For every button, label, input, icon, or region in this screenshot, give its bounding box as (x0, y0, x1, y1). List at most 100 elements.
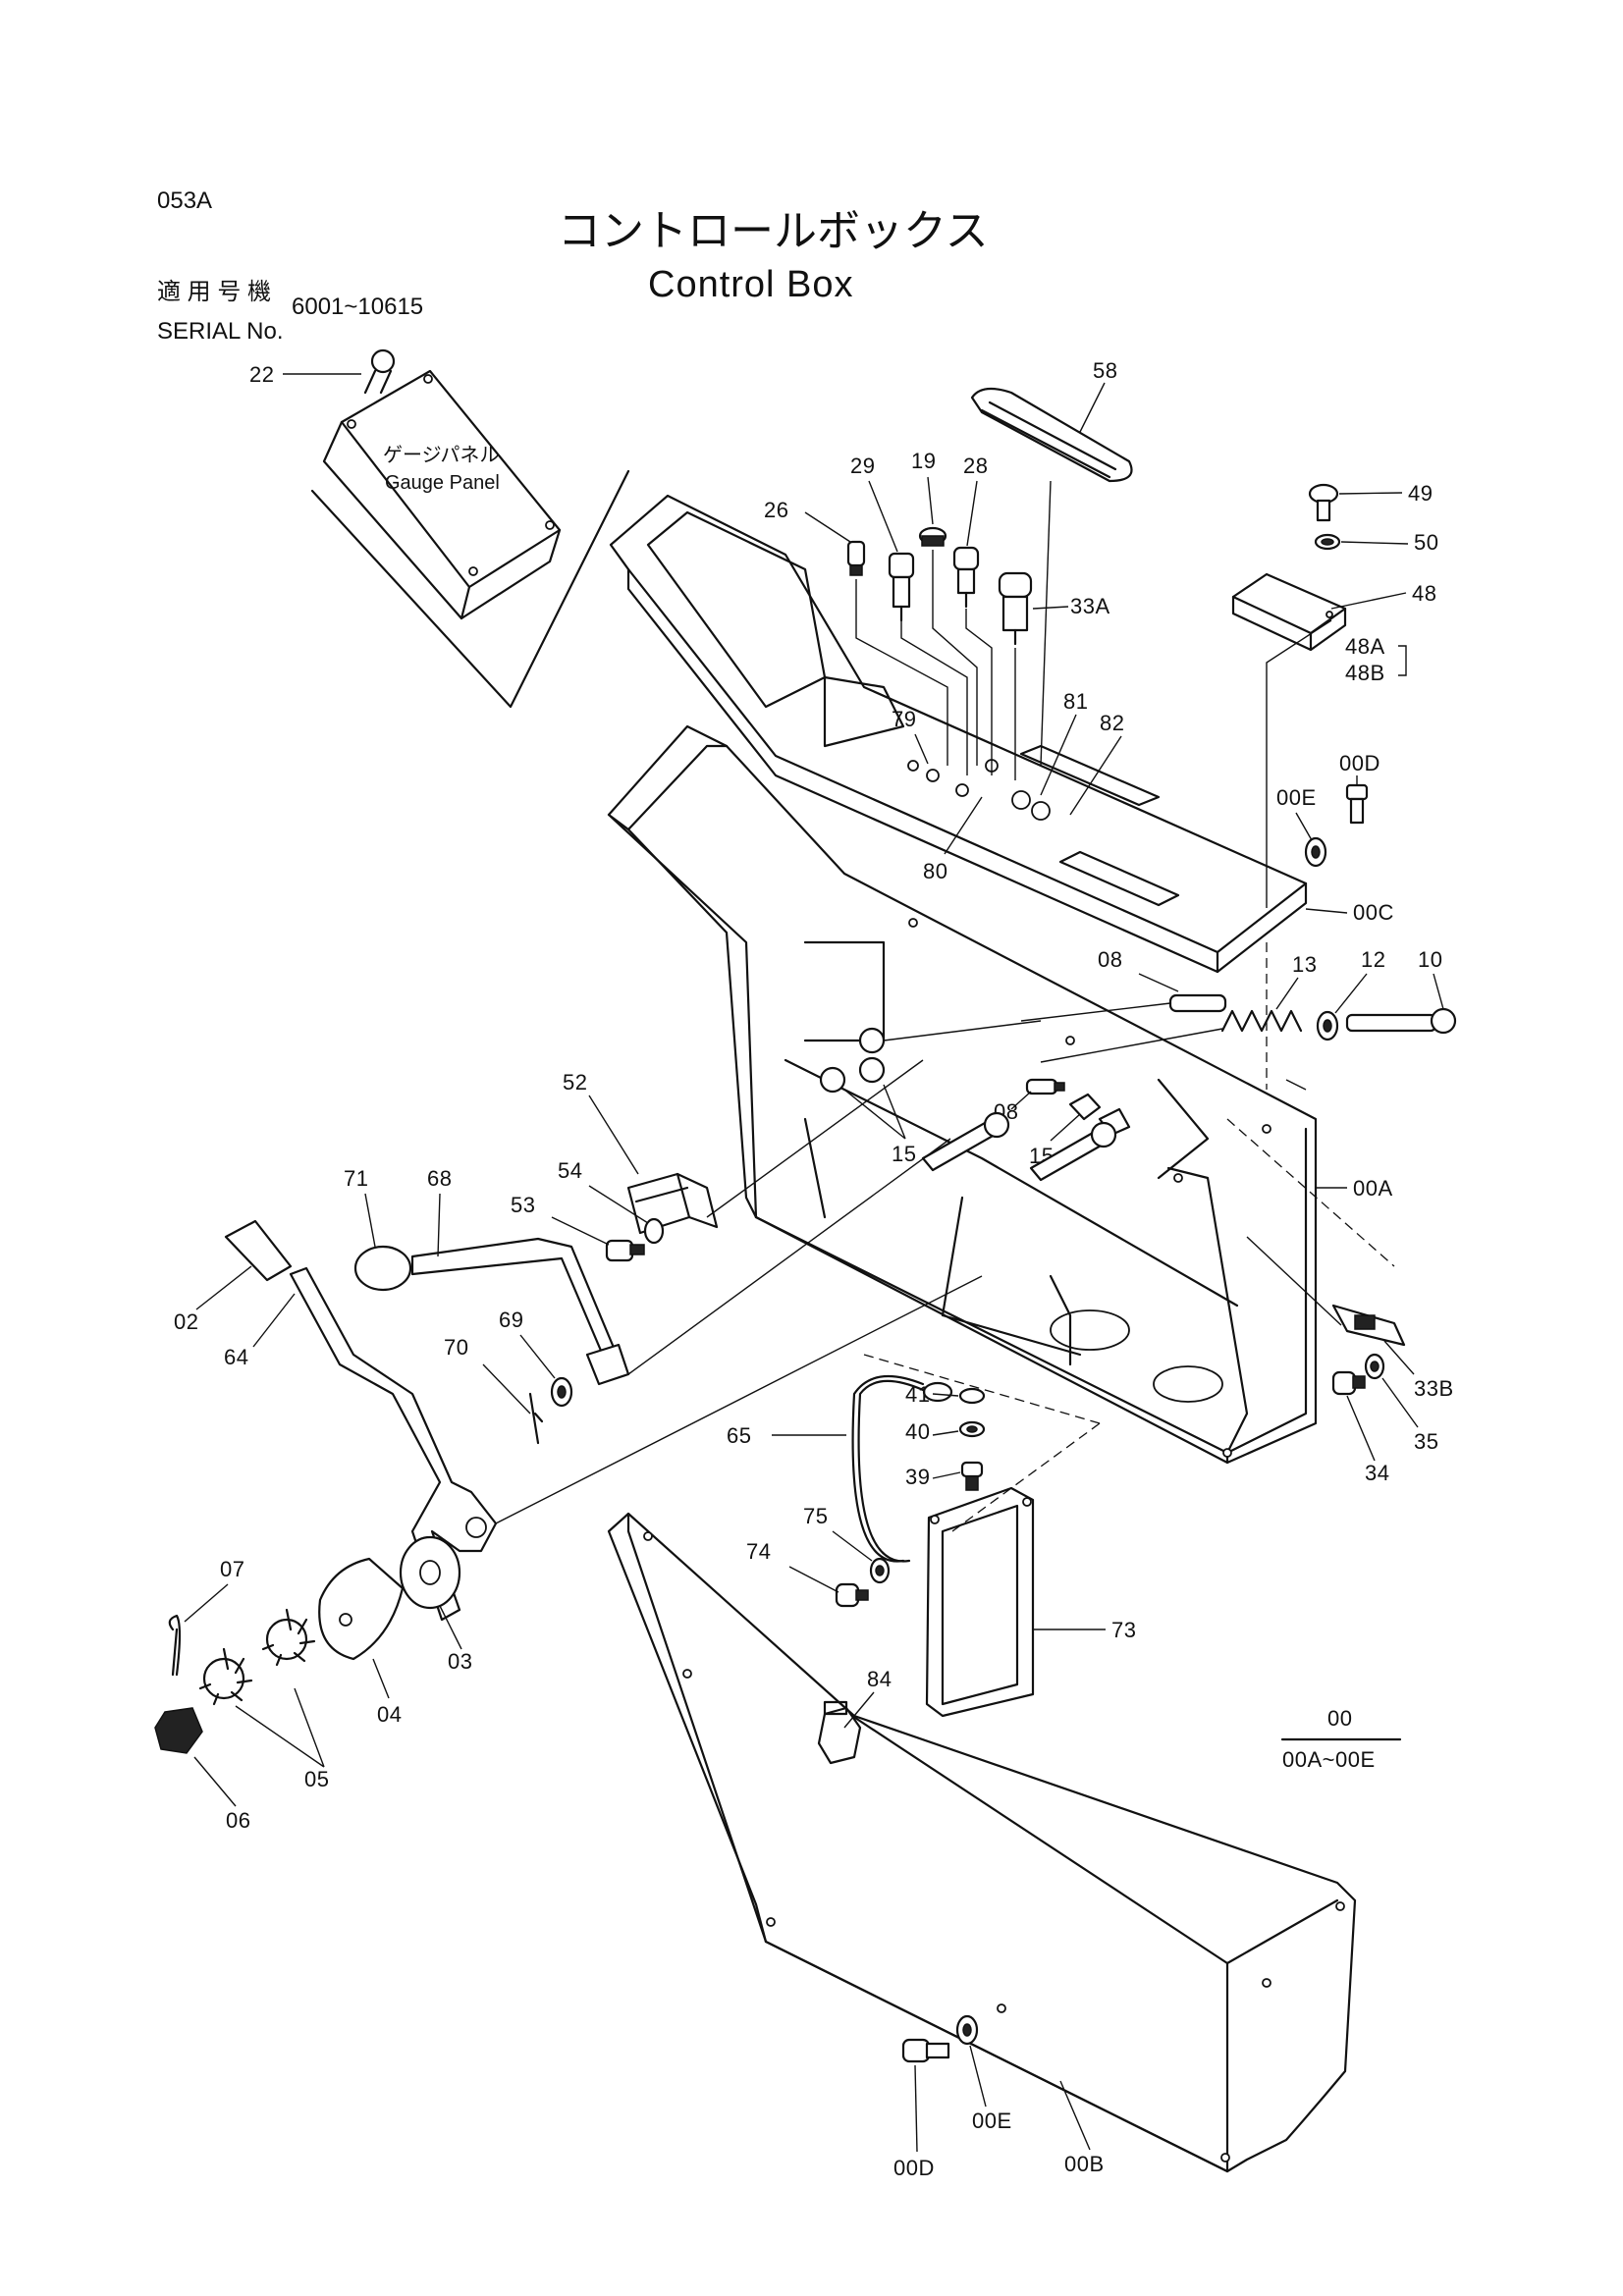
screw-39-icon (960, 1461, 984, 1491)
part-label-58: 58 (1093, 358, 1117, 383)
nut-15-group-icon (819, 1027, 1131, 1137)
side-panel (607, 1512, 1357, 2173)
washer-69-icon (550, 1376, 573, 1408)
part-label-48B: 48B (1345, 661, 1385, 685)
part-label-00A-text: 00A (1353, 1176, 1393, 1201)
part-label-05: 05 (304, 1767, 329, 1791)
part-label-40: 40 (905, 1419, 930, 1444)
part-label-73: 73 (1111, 1618, 1136, 1642)
part-label-65: 65 (727, 1423, 751, 1448)
part-label-22: 22 (249, 362, 274, 387)
part-label-69: 69 (499, 1308, 523, 1332)
bolt-08-lower-icon (1025, 1078, 1065, 1095)
part-label-80: 80 (923, 859, 947, 883)
switch-26-icon (846, 540, 866, 576)
grip-02-icon (224, 1219, 293, 1282)
spring-13-icon (1220, 1009, 1303, 1033)
washer-12-icon (1316, 1010, 1339, 1041)
cover-73-icon (925, 1486, 1035, 1718)
serial-range: 6001~10615 (292, 294, 423, 320)
screw-74-icon (835, 1582, 869, 1608)
part-label-79: 79 (892, 707, 916, 731)
part-label-33A: 33A (1070, 594, 1110, 618)
title-english: Control Box (648, 264, 854, 305)
assembly-range: 00A~00E (1282, 1747, 1376, 1772)
gauge-panel-label-japanese: ゲージパネル (383, 443, 499, 466)
part-label-29: 29 (850, 454, 875, 478)
part-label-50: 50 (1414, 530, 1438, 555)
washer-35-icon (1364, 1353, 1385, 1380)
part-label-00B: 00B (1064, 2152, 1105, 2176)
switch-29-icon (888, 552, 915, 622)
part-label-00E-top: 00E (1276, 785, 1317, 810)
part-label-19: 19 (911, 449, 936, 473)
screw-34-icon (1331, 1370, 1366, 1396)
cam-04-icon (318, 1557, 405, 1661)
part-label-08-upper: 08 (1098, 947, 1122, 972)
part-label-00D-top: 00D (1339, 751, 1380, 775)
part-label-53: 53 (511, 1193, 535, 1217)
lever-64-icon (289, 1266, 498, 1622)
part-label-15-a: 15 (892, 1142, 916, 1166)
washer-03-icon (399, 1535, 461, 1610)
part-label-71: 71 (344, 1166, 368, 1191)
part-label-04: 04 (377, 1702, 402, 1727)
part-label-70: 70 (444, 1335, 468, 1360)
bolt-08-upper-icon (1168, 993, 1227, 1013)
title-japanese: コントロールボックス (558, 206, 989, 256)
part-label-75: 75 (803, 1504, 828, 1528)
part-label-13: 13 (1292, 952, 1317, 977)
part-label-68: 68 (427, 1166, 452, 1191)
washer-50-icon (1314, 533, 1341, 551)
part-label-81: 81 (1063, 689, 1088, 714)
part-label-48: 48 (1412, 581, 1436, 606)
part-label-28: 28 (963, 454, 988, 478)
part-label-00C: 00C (1353, 900, 1394, 925)
part-label-26: 26 (764, 498, 788, 522)
part-label-12: 12 (1361, 947, 1385, 972)
part-label-02: 02 (174, 1309, 198, 1334)
pin-70-icon (528, 1392, 544, 1445)
washer-00E-top-icon (1304, 836, 1327, 868)
switch-33A-icon (998, 571, 1033, 646)
assembly-code: 00 (1327, 1706, 1352, 1731)
washer-00E-bottom-icon (955, 2014, 979, 2046)
bolt-00D-top-icon (1345, 783, 1369, 825)
bolt-00D-bottom-icon (901, 2038, 950, 2063)
part-label-07: 07 (220, 1557, 244, 1581)
screw-49-icon (1308, 483, 1339, 522)
switch-52-icon (626, 1172, 719, 1235)
washer-75-icon (869, 1557, 891, 1584)
cotter-pin-07-icon (168, 1614, 182, 1677)
part-label-00E-bottom: 00E (972, 2109, 1012, 2133)
part-label-06: 06 (226, 1808, 250, 1833)
part-label-48A: 48A (1345, 634, 1385, 659)
part-label-84: 84 (867, 1667, 892, 1691)
screw-22-icon (363, 348, 396, 395)
switch-28-icon (952, 546, 980, 609)
bolt-10-icon (1345, 1007, 1457, 1035)
part-label-82: 82 (1100, 711, 1124, 735)
part-label-74: 74 (746, 1539, 771, 1564)
switch-19-icon (918, 526, 947, 547)
main-frame (607, 724, 1318, 1465)
knob-71-icon (353, 1245, 412, 1292)
switch-cover-58-icon (970, 387, 1133, 483)
part-label-00D-bottom: 00D (893, 2156, 935, 2180)
part-label-49: 49 (1408, 481, 1433, 506)
gauge-panel: ゲージパネル Gauge Panel (310, 369, 630, 709)
washer-41-icon (958, 1387, 986, 1405)
serial-label-english: SERIAL No. (157, 318, 284, 345)
part-label-33B: 33B (1414, 1376, 1454, 1401)
plate-48-icon (1231, 572, 1347, 652)
part-label-10: 10 (1418, 947, 1442, 972)
console-cover (609, 494, 1308, 974)
switch-33B-icon (1331, 1304, 1406, 1347)
part-label-52: 52 (563, 1070, 587, 1095)
part-label-39: 39 (905, 1465, 930, 1489)
gauge-panel-label-english: Gauge Panel (385, 472, 500, 494)
washer-40-icon (958, 1420, 986, 1438)
page-code: 053A (157, 187, 212, 214)
star-washer-05-icon (198, 1608, 316, 1706)
nut-06-icon (154, 1707, 203, 1754)
